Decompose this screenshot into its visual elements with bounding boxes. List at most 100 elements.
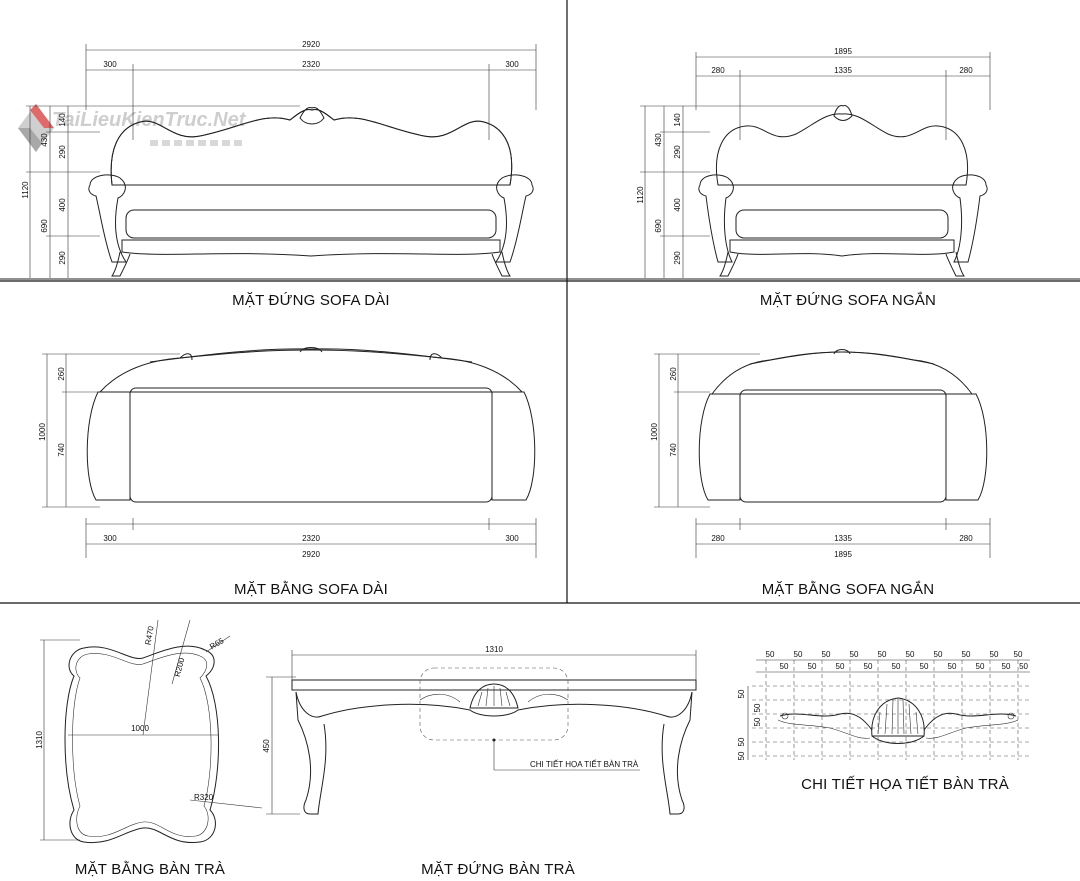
ornament-detail: 50 50 50 50 50 50 50 50 50 50 50 50 50 5… (737, 650, 1030, 793)
short-elev-h140: 140 (673, 113, 682, 127)
short-plan-dim-vertical: 1000 260 740 (650, 353, 760, 508)
dimension-label: 50 (753, 703, 762, 712)
caption-long-plan: MẶT BẰNG SOFA DÀI (234, 580, 388, 598)
short-plan-dim-horizontal: 280 1335 280 1895 (695, 518, 991, 559)
long-plan-left: 300 (103, 534, 117, 543)
table-elev-length: 1310 (485, 645, 503, 654)
dimension-label: 50 (822, 650, 831, 659)
dimension-label: 50 (850, 650, 859, 659)
sheet-frame (0, 0, 1080, 604)
table-plan-length: 1310 (35, 731, 44, 749)
short-plan-depth: 1000 (650, 423, 659, 441)
short-elev-h400: 400 (673, 198, 682, 212)
long-elev-h400: 400 (58, 198, 67, 212)
detail-left-col-labels: 50 50 50 50 50 (737, 689, 762, 760)
long-plan-dim-horizontal: 300 2320 300 2920 (85, 518, 537, 559)
long-elev-h-total: 1120 (21, 181, 30, 199)
long-plan-dim-vertical: 1000 260 740 (38, 353, 180, 508)
caption-short-plan: MẶT BẰNG SOFA NGẮN (762, 580, 935, 598)
table-plan-r470: R470 (143, 625, 155, 646)
watermark: TaiLieuKienTruc.Net (18, 104, 247, 152)
table-plan-r65: R65 (208, 636, 226, 651)
long-elev-h290b: 290 (58, 251, 67, 265)
dimension-label: 50 (766, 650, 775, 659)
long-elev-h-lower: 690 (40, 219, 49, 233)
detail-top-row-labels: 50 50 50 50 50 50 50 50 50 50 (766, 650, 1023, 659)
caption-table-elevation: MẶT ĐỨNG BÀN TRÀ (421, 861, 575, 878)
short-elev-total: 1895 (834, 47, 852, 56)
dimension-label: 50 (1019, 662, 1028, 671)
ornament-shell-icon (871, 697, 925, 744)
dimension-label: 50 (737, 751, 746, 760)
long-elev-dim-horizontal: 2920 300 2320 300 (85, 40, 537, 140)
tea-table-plan: 1310 1000 R470 R200 R65 R320 MẶT BẰNG BÀ… (35, 619, 263, 878)
caption-long-elevation: MẶT ĐỨNG SOFA DÀI (232, 292, 390, 309)
short-plan-back: 260 (669, 367, 678, 381)
watermark-text: TaiLieuKienTruc.Net (52, 109, 247, 131)
dimension-label: 50 (962, 650, 971, 659)
long-sofa-plan: 1000 260 740 300 2320 300 2920 MẶT BẰNG … (38, 347, 537, 598)
table-plan-width: 1000 (131, 724, 149, 733)
long-plan-total: 2920 (302, 550, 320, 559)
short-elev-dim-vertical: 1120 430 690 140 290 400 290 (636, 105, 840, 278)
caption-table-detail: CHI TIẾT HỌA TIẾT BÀN TRÀ (801, 776, 1009, 793)
dimension-label: 50 (976, 662, 985, 671)
tea-table-elevation: 1310 450 CHI TIẾT HỌA TIẾT BÀN TRÀ MẶT Đ… (262, 645, 697, 878)
table-elev-height: 450 (262, 739, 271, 753)
watermark-logo-icon (18, 104, 54, 152)
short-sofa-plan: 1000 260 740 280 1335 280 1895 MẶT BẰNG … (650, 349, 991, 598)
short-plan-seat: 740 (669, 443, 678, 457)
dimension-label: 50 (1002, 662, 1011, 671)
short-elev-h290a: 290 (673, 145, 682, 159)
short-plan-left: 280 (711, 534, 725, 543)
table-plan-r200: R200 (173, 656, 187, 677)
short-elev-h-lower: 690 (654, 219, 663, 233)
short-sofa-elevation: 1895 280 1335 280 1120 430 690 140 290 4… (567, 47, 1080, 309)
dimension-label: 50 (794, 650, 803, 659)
dimension-label: 50 (864, 662, 873, 671)
short-elev-left: 280 (711, 66, 725, 75)
dimension-label: 50 (906, 650, 915, 659)
long-elev-total: 2920 (302, 40, 320, 49)
dimension-label: 50 (737, 737, 746, 746)
dimension-label: 50 (737, 689, 746, 698)
short-elev-right: 280 (959, 66, 973, 75)
long-sofa-elevation: 2920 300 2320 300 1120 430 690 140 290 4… (0, 40, 567, 309)
dimension-label: 50 (892, 662, 901, 671)
dimension-label: 50 (920, 662, 929, 671)
table-elev-callout: CHI TIẾT HỌA TIẾT BÀN TRÀ (530, 759, 639, 769)
long-plan-mid: 2320 (302, 534, 320, 543)
short-elev-dim-horizontal: 1895 280 1335 280 (695, 47, 991, 140)
caption-table-plan: MẶT BẰNG BÀN TRÀ (75, 860, 225, 878)
dimension-label: 50 (990, 650, 999, 659)
long-elev-right: 300 (505, 60, 519, 69)
short-plan-right: 280 (959, 534, 973, 543)
short-elev-h-upper: 430 (654, 133, 663, 147)
dimension-label: 50 (1014, 650, 1023, 659)
long-plan-seat: 740 (57, 443, 66, 457)
dimension-label: 50 (948, 662, 957, 671)
dimension-label: 50 (878, 650, 887, 659)
long-elev-h140: 140 (58, 113, 67, 127)
long-elev-left: 300 (103, 60, 117, 69)
long-elev-h290a: 290 (58, 145, 67, 159)
short-elev-mid: 1335 (834, 66, 852, 75)
table-plan-r320: R320 (194, 793, 214, 802)
dimension-label: 50 (836, 662, 845, 671)
long-elev-mid: 2320 (302, 60, 320, 69)
long-plan-depth: 1000 (38, 423, 47, 441)
short-elev-h-total: 1120 (636, 186, 645, 204)
dimension-label: 50 (808, 662, 817, 671)
short-plan-total: 1895 (834, 550, 852, 559)
caption-short-elevation: MẶT ĐỨNG SOFA NGẮN (760, 291, 936, 309)
detail-second-row-labels: 50 50 50 50 50 50 50 50 50 50 (780, 662, 1029, 671)
long-plan-back: 260 (57, 367, 66, 381)
long-plan-right: 300 (505, 534, 519, 543)
long-elev-h-upper: 430 (40, 133, 49, 147)
short-elev-h290b: 290 (673, 251, 682, 265)
dimension-label: 50 (934, 650, 943, 659)
dimension-label: 50 (780, 662, 789, 671)
dimension-label: 50 (753, 717, 762, 726)
long-elev-dim-vertical: 1120 430 690 140 290 400 290 (21, 105, 300, 278)
